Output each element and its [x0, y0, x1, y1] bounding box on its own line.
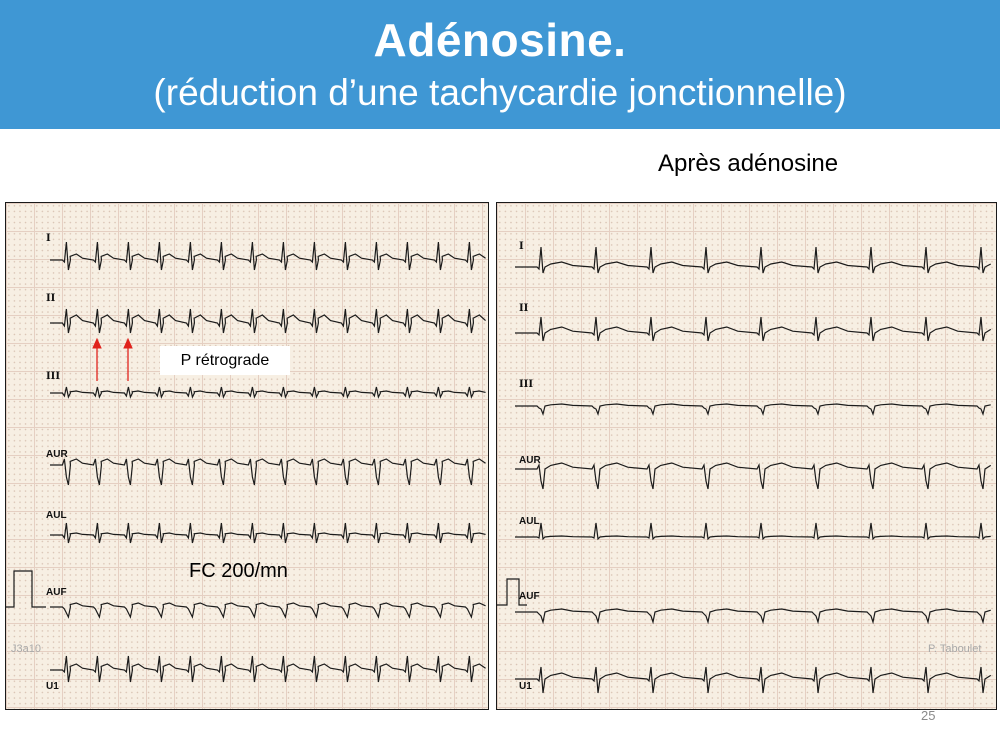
ecg-trace [50, 308, 486, 334]
ecg-trace [515, 462, 992, 490]
lead-label-ii: II [519, 303, 529, 314]
lead-label-i: I [46, 233, 51, 244]
slide-header: Adénosine. (réduction d’une tachycardie … [0, 0, 1000, 129]
ecg-trace [50, 241, 486, 271]
lead-label-aul: AUL [46, 510, 67, 521]
ecg-trace [50, 602, 486, 619]
calibration-pulse [497, 578, 527, 606]
slide-subtitle: (réduction d’une tachycardie jonctionnel… [153, 72, 847, 113]
lead-label-auf: AUF [46, 587, 67, 598]
lead-label-u1: U1 [519, 681, 532, 692]
credit-watermark: P. Taboulet [928, 643, 982, 655]
lead-label-auf: AUF [519, 591, 540, 602]
ecg-before-traces [6, 241, 486, 683]
slide-title: Adénosine. [373, 14, 627, 66]
ecg-trace [515, 666, 992, 694]
p-retrograde-annotation: P rétrograde [160, 346, 290, 375]
ecg-watermark: J3a10 [11, 643, 41, 655]
red-arrow-icon [123, 337, 133, 381]
heart-rate-label: FC 200/mn [189, 560, 288, 582]
lead-label-aur: AUR [519, 455, 541, 466]
page-number: 25 [921, 708, 936, 723]
lead-label-aur: AUR [46, 449, 68, 460]
ecg-trace [515, 316, 992, 342]
ecg-before-panel: I II III AUR AUL AUF U1 J3a10 [5, 202, 489, 710]
lead-label-iii: III [46, 371, 61, 382]
ecg-after-panel: I II III AUR AUL AUF U1 P. Taboulet [496, 202, 997, 710]
lead-label-ii: II [46, 293, 56, 304]
lead-label-iii: III [519, 379, 534, 390]
ecg-trace [515, 246, 992, 274]
lead-label-u1: U1 [46, 681, 59, 692]
lead-label-i: I [519, 241, 524, 252]
ecg-trace [515, 403, 991, 416]
ecg-trace [515, 608, 991, 625]
ecg-trace [515, 522, 991, 541]
ecg-trace [50, 458, 486, 486]
ecg-trace [50, 655, 486, 683]
ecg-trace [50, 386, 486, 399]
ecg-trace [50, 522, 486, 544]
calibration-pulse [6, 570, 46, 608]
lead-label-aul: AUL [519, 516, 540, 527]
red-arrow-icon [92, 337, 102, 381]
after-adenosine-heading: Après adénosine [658, 150, 839, 177]
ecg-after-traces [497, 246, 992, 694]
